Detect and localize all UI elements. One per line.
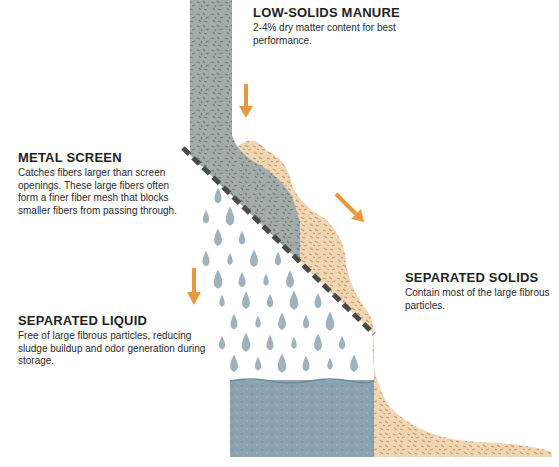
liquid-drop: [214, 269, 223, 288]
liquid-drop: [219, 295, 224, 307]
liquid-drop: [302, 356, 309, 372]
liquid-drop: [203, 210, 209, 224]
liquid-drop: [214, 188, 221, 204]
section-heading: METAL SCREEN: [18, 150, 168, 165]
liquid-drop: [227, 253, 232, 265]
section-heading: SEPARATED SOLIDS: [405, 270, 555, 285]
liquid-drop: [230, 355, 238, 372]
liquid-drop: [242, 332, 251, 351]
flow-arrow: [187, 268, 201, 305]
liquid-drop: [327, 358, 332, 370]
liquid-surface: [230, 379, 374, 383]
description-text: 2-4% dry matter content for best perform…: [253, 22, 403, 47]
liquid-drops: [202, 188, 357, 373]
liquid-pool: [230, 380, 374, 457]
liquid-drop: [314, 334, 322, 351]
liquid-drop: [226, 206, 235, 225]
liquid-drop: [250, 250, 258, 267]
liquid-drop: [275, 252, 281, 266]
flow-arrow: [239, 84, 253, 118]
liquid-drop: [230, 314, 237, 330]
liquid-drop: [314, 293, 321, 309]
liquid-drop: [263, 274, 268, 286]
description-text: Contain most of the large fibrous partic…: [405, 287, 550, 312]
metal-screen: [183, 148, 374, 334]
liquid-drop: [290, 290, 299, 309]
flow-arrow: [336, 194, 364, 222]
liquid-drop: [266, 335, 273, 351]
description-text: Free of large fibrous particles, reducin…: [18, 330, 206, 368]
liquid-drop: [339, 336, 345, 350]
liquid-drop: [255, 316, 260, 328]
liquid-drop: [219, 336, 225, 350]
liquid-drop: [238, 272, 245, 288]
section-heading: SEPARATED LIQUID: [18, 313, 198, 328]
liquid-drop: [278, 313, 286, 330]
liquid-drop: [350, 355, 358, 372]
liquid-drop: [242, 292, 250, 309]
liquid-drop: [326, 311, 335, 330]
liquid-drop: [286, 271, 294, 288]
liquid-drop: [291, 337, 296, 349]
liquid-drop: [278, 353, 287, 372]
liquid-drop: [202, 251, 209, 267]
section-heading: LOW-SOLIDS MANURE: [253, 5, 453, 20]
liquid-drop: [255, 357, 261, 371]
liquid-drop: [303, 315, 309, 329]
liquid-drop: [214, 229, 222, 246]
liquid-drop: [267, 294, 273, 308]
description-text: Catches fibers larger than screen openin…: [18, 167, 180, 217]
liquid-drop: [239, 231, 245, 245]
